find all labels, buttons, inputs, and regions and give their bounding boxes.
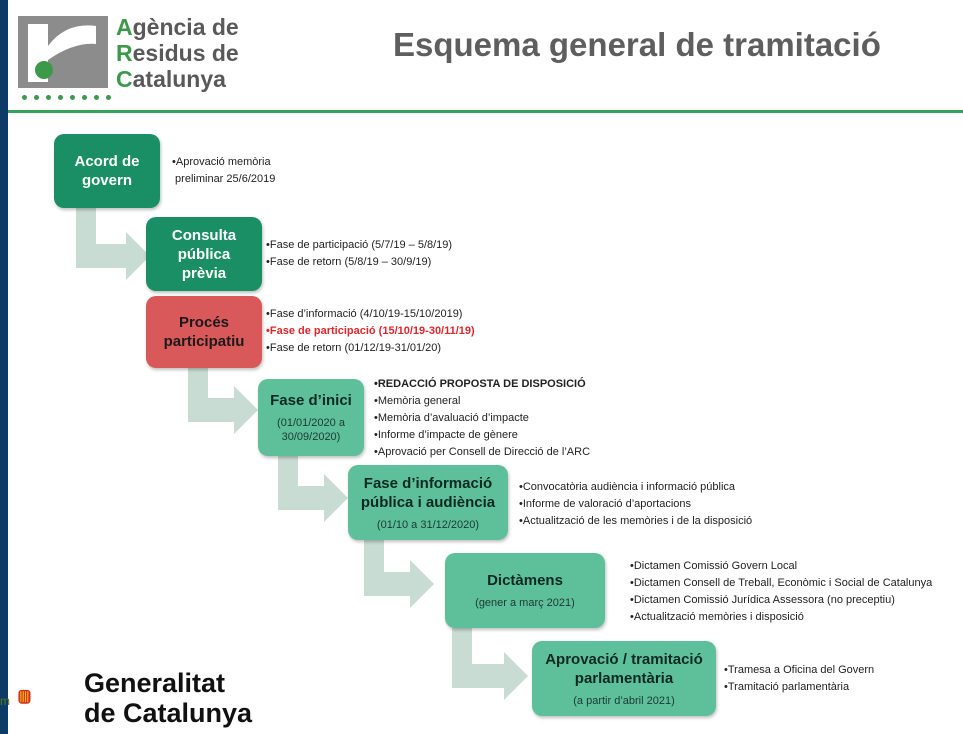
step-label: Procés participatiu xyxy=(163,314,245,350)
bullets-consulta: Fase de participació (5/7/19 – 5/8/19) F… xyxy=(266,237,452,271)
step-dictamens: Dictàmens (gener a març 2021) xyxy=(445,553,605,628)
step-aprovacio: Aprovació / tramitació parlamentària (a … xyxy=(532,641,716,716)
bullet-item: Aprovació memòria preliminar 25/6/2019 xyxy=(172,154,275,188)
step-label: Consulta pública prèvia xyxy=(171,226,237,282)
bullets-inici: REDACCIÓ PROPOSTA DE DISPOSICIÓ Memòria … xyxy=(374,376,590,461)
bullets-informacio: Convocatòria audiència i informació públ… xyxy=(519,479,752,530)
flow-arrows xyxy=(76,208,528,700)
step-label: Acord de govern xyxy=(74,153,140,189)
arrow-3 xyxy=(278,456,348,522)
step-dates: (01/10 a 31/12/2020) xyxy=(376,518,480,531)
bullet-item: Tramesa a Oficina del Govern xyxy=(724,662,874,679)
generalitat-name: Generalitat de Catalunya xyxy=(84,668,253,728)
bullet-item-heading: REDACCIÓ PROPOSTA DE DISPOSICIÓ xyxy=(374,376,590,393)
bullet-item: Aprovació per Consell de Direcció de l’A… xyxy=(374,444,590,461)
step-proces-participatiu: Procés participatiu xyxy=(146,296,262,368)
bullet-item-highlight: Fase de participació (15/10/19-30/11/19) xyxy=(266,323,475,340)
bullets-proces: Fase d’informació (4/10/19-15/10/2019) F… xyxy=(266,306,475,357)
step-dates: (gener a març 2021) xyxy=(475,597,575,609)
agency-name: Agència de Residus de Catalunya xyxy=(116,14,239,92)
arrow-5 xyxy=(452,628,528,700)
bullet-item: Actualització memòries i disposició xyxy=(630,609,932,626)
step-label: Aprovació / tramitació parlamentària xyxy=(545,650,703,687)
bullet-item: Tramitació parlamentària xyxy=(724,679,874,696)
bullet-item: Fase de participació (5/7/19 – 5/8/19) xyxy=(266,237,452,254)
bullet-item: Actualització de les memòries i de la di… xyxy=(519,513,752,530)
header-divider xyxy=(8,110,963,113)
bullet-item: Informe de valoració d’aportacions xyxy=(519,496,752,513)
bullet-item: Memòria d’avaluació d’impacte xyxy=(374,410,590,427)
step-dates: (a partir d’abril 2021) xyxy=(573,694,675,707)
arc-logo-icon xyxy=(18,16,108,88)
step-consulta-publica: Consulta pública prèvia xyxy=(146,217,262,291)
bullet-item: Convocatòria audiència i informació públ… xyxy=(519,479,752,496)
edge-fragment: m xyxy=(0,694,10,708)
generalitat-logo-icon xyxy=(18,689,31,704)
arrow-1 xyxy=(76,208,150,280)
step-label: Dictàmens xyxy=(487,572,563,589)
step-fase-inici: Fase d’inici (01/01/2020 a 30/09/2020) xyxy=(258,379,364,456)
bullet-item: Dictamen Comissió Govern Local xyxy=(630,558,932,575)
bullet-item: Dictamen Consell de Treball, Econòmic i … xyxy=(630,575,932,592)
page-title: Esquema general de tramitació xyxy=(393,26,881,63)
step-label: Fase d’informació pública i audiència xyxy=(360,474,496,511)
bullets-dictamens: Dictamen Comissió Govern Local Dictamen … xyxy=(630,558,932,626)
bullet-item: Fase de retorn (01/12/19-31/01/20) xyxy=(266,340,475,357)
bullet-item: Fase d’informació (4/10/19-15/10/2019) xyxy=(266,306,475,323)
bullets-acord: Aprovació memòria preliminar 25/6/2019 xyxy=(172,154,275,188)
arrow-4 xyxy=(364,540,434,608)
logo-dots xyxy=(22,95,111,100)
arrow-2 xyxy=(188,368,258,434)
step-informacio-publica: Fase d’informació pública i audiència (0… xyxy=(348,465,508,540)
bullet-item: Dictamen Comissió Jurídica Assessora (no… xyxy=(630,592,932,609)
bullet-item: Fase de retorn (5/8/19 – 30/9/19) xyxy=(266,254,452,271)
slide: Agència de Residus de Catalunya Esquema … xyxy=(8,0,963,734)
bullet-item: Informe d’impacte de gènere xyxy=(374,427,590,444)
step-acord-de-govern: Acord de govern xyxy=(54,134,160,208)
step-dates: (01/01/2020 a 30/09/2020) xyxy=(277,417,345,443)
step-label: Fase d’inici xyxy=(270,392,352,409)
bullets-aprovacio: Tramesa a Oficina del Govern Tramitació … xyxy=(724,662,874,696)
bullet-item: Memòria general xyxy=(374,393,590,410)
